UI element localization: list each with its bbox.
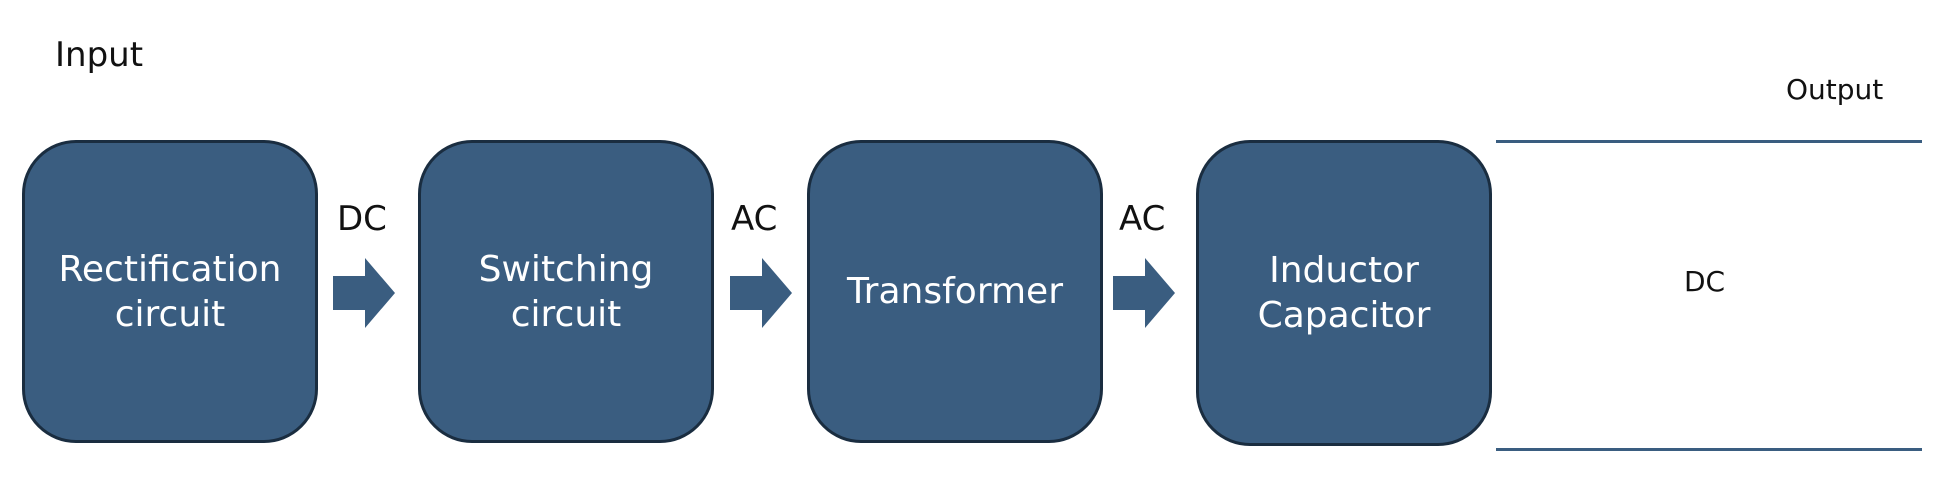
block-label-line1: Transformer — [846, 271, 1064, 312]
signal-label-ac-1: AC — [731, 199, 778, 239]
block-label-line2: Capacitor — [1257, 295, 1431, 336]
output-label: Output — [1786, 73, 1884, 106]
switching-circuit-block: Switching circuit — [418, 140, 714, 443]
right-arrow-icon — [1113, 258, 1175, 328]
arrow-shape — [730, 258, 792, 328]
arrow-shape — [333, 258, 395, 328]
block-label-line1: Inductor — [1269, 250, 1419, 291]
signal-label-ac-2: AC — [1119, 199, 1166, 239]
right-arrow-icon — [333, 258, 395, 328]
output-top-rail — [1496, 140, 1922, 143]
transformer-block: Transformer — [807, 140, 1103, 443]
inductor-capacitor-block: Inductor Capacitor — [1196, 140, 1492, 446]
output-signal-label: DC — [1684, 265, 1726, 298]
block-label-line2: circuit — [114, 293, 226, 335]
block-label-line1: Switching — [478, 248, 654, 290]
right-arrow-icon — [730, 258, 792, 328]
output-bottom-rail — [1496, 448, 1922, 451]
block-label-line2: circuit — [510, 293, 622, 335]
input-label: Input — [55, 35, 144, 75]
block-label-line1: Rectification — [58, 248, 282, 290]
arrow-shape — [1113, 258, 1175, 328]
rectification-circuit-block: Rectification circuit — [22, 140, 318, 443]
signal-label-dc: DC — [337, 199, 387, 239]
